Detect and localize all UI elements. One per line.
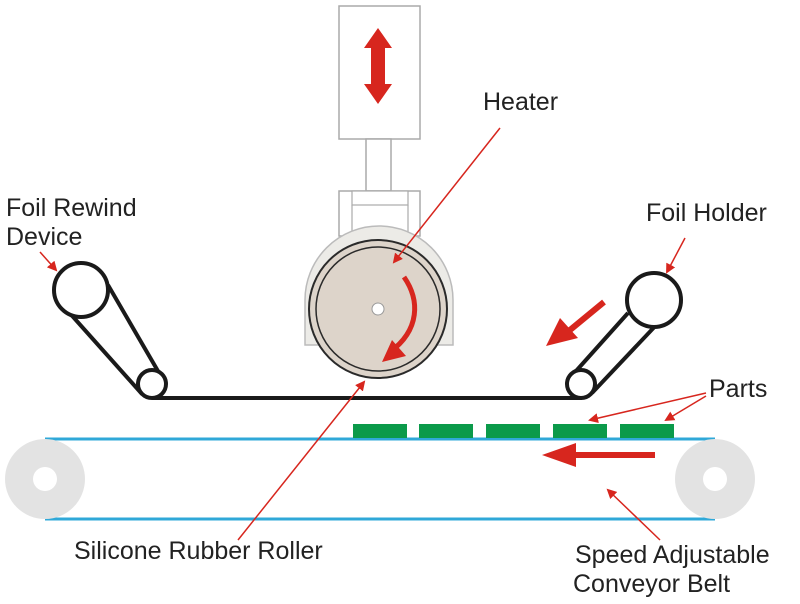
foil-holder-leader bbox=[666, 237, 686, 274]
piston-rod bbox=[365, 138, 392, 192]
heater-assembly bbox=[304, 225, 454, 379]
conveyor-label-line2: Conveyor Belt bbox=[573, 570, 730, 598]
labels: Heater Foil Rewind Device Foil Holder Pa… bbox=[6, 88, 770, 598]
belt-direction-arrow-icon bbox=[542, 443, 576, 467]
foil-path bbox=[52, 261, 683, 400]
guide-roller-left bbox=[136, 368, 168, 400]
guide-roller-right bbox=[565, 368, 597, 400]
silicone-roller-label: Silicone Rubber Roller bbox=[74, 537, 323, 565]
foil-holder-label: Foil Holder bbox=[646, 199, 767, 227]
rotation-arrow-icon bbox=[382, 340, 406, 362]
part-2 bbox=[419, 424, 473, 438]
leader-arrows bbox=[39, 127, 707, 541]
part-4 bbox=[553, 424, 607, 438]
roller-leader bbox=[237, 380, 366, 541]
up-down-arrow-icon bbox=[364, 28, 392, 104]
part-1 bbox=[353, 424, 407, 438]
foil-rewind-label-line1: Foil Rewind bbox=[6, 194, 137, 222]
heater-label: Heater bbox=[483, 88, 558, 116]
direction-arrows bbox=[542, 299, 655, 467]
heater-leader bbox=[392, 127, 501, 264]
parts-leader-1 bbox=[588, 392, 707, 424]
foil-holder-reel bbox=[625, 271, 683, 329]
foil-direction-arrow-icon bbox=[546, 318, 578, 346]
part-3 bbox=[486, 424, 540, 438]
foil-rewind-leader bbox=[39, 251, 58, 272]
parts-label: Parts bbox=[709, 375, 767, 403]
roller-axle bbox=[371, 302, 385, 316]
part-5 bbox=[620, 424, 674, 438]
parts-leader-2 bbox=[664, 395, 707, 422]
conveyor-label-line1: Speed Adjustable bbox=[575, 541, 770, 569]
conveyor-belt bbox=[5, 437, 755, 521]
conveyor-leader bbox=[606, 488, 661, 541]
press-actuator bbox=[338, 5, 421, 237]
foil-rewind-reel bbox=[52, 261, 110, 319]
parts bbox=[353, 424, 674, 438]
foil-rewind-label-line2: Device bbox=[6, 223, 82, 251]
